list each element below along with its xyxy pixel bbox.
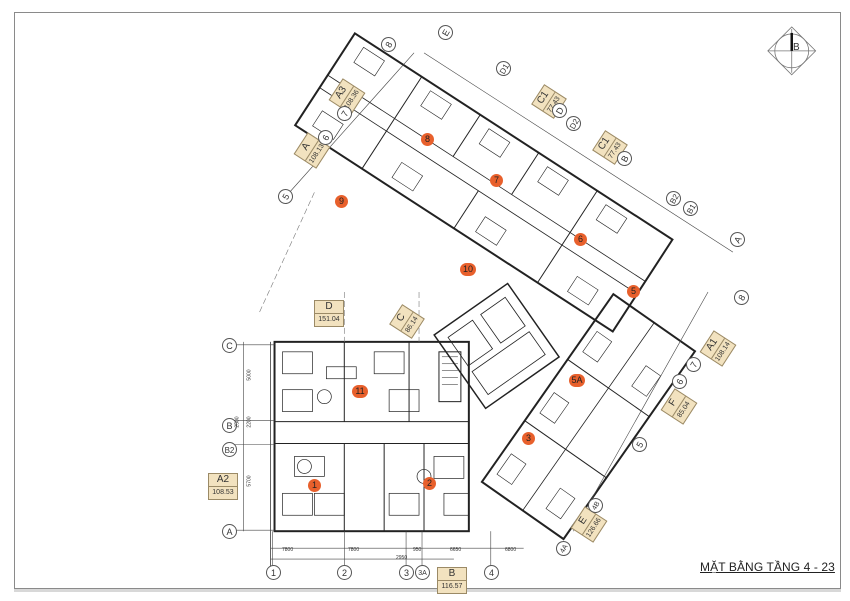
drawing-title: MẶT BẰNG TẦNG 4 - 23 xyxy=(700,560,835,574)
grid-axis-b: B xyxy=(222,418,237,433)
apartment-marker-1: 1 xyxy=(308,479,321,492)
dim-left-1: 5000 xyxy=(246,369,253,381)
grid-axis-1: 1 xyxy=(266,565,281,580)
dim-bottom-3: 950 xyxy=(413,547,422,553)
grid-axis-2: 2 xyxy=(337,565,352,580)
right-wing-plan xyxy=(480,292,697,541)
dim-left-2: 2500 xyxy=(234,416,241,428)
dim-bottom-total: 2950 xyxy=(396,555,408,561)
grid-lines xyxy=(259,192,420,342)
apartment-marker-2: 2 xyxy=(423,477,436,490)
lower-block-plan xyxy=(273,340,470,533)
apartment-marker-5a: 5A xyxy=(569,374,585,387)
apartment-marker-6: 6 xyxy=(574,233,587,246)
dim-bottom-1: 7800 xyxy=(282,547,294,553)
frame-bottom-rule xyxy=(14,589,841,592)
core-plan xyxy=(433,282,561,410)
grid-axis-b2: B2 xyxy=(222,442,237,457)
apartment-marker-10: 10 xyxy=(460,263,476,276)
dim-left-3: 2200 xyxy=(246,416,253,428)
grid-axis-3a: 3A xyxy=(415,565,430,580)
dim-bottom-4: 6650 xyxy=(450,547,462,553)
apartment-marker-8: 8 xyxy=(421,133,434,146)
grid-axis-4: 4 xyxy=(484,565,499,580)
apartment-marker-11: 11 xyxy=(352,385,368,398)
dim-bottom-5: 6800 xyxy=(505,547,517,553)
apartment-marker-3: 3 xyxy=(522,432,535,445)
dim-bottom-2: 7800 xyxy=(348,547,360,553)
north-marker-label: B xyxy=(793,42,800,53)
drawing-frame xyxy=(14,12,841,589)
upper-wing-plan xyxy=(293,31,674,333)
floor-plan-drawing xyxy=(229,26,817,572)
dimension-lines xyxy=(229,52,734,572)
apartment-marker-5: 5 xyxy=(627,285,640,298)
apartment-marker-9: 9 xyxy=(335,195,348,208)
dim-left-4: 5700 xyxy=(246,475,253,487)
apartment-marker-7: 7 xyxy=(490,174,503,187)
grid-axis-a: A xyxy=(222,524,237,539)
grid-axis-3: 3 xyxy=(399,565,414,580)
north-arrow-icon xyxy=(767,26,817,76)
grid-axis-c: C xyxy=(222,338,237,353)
